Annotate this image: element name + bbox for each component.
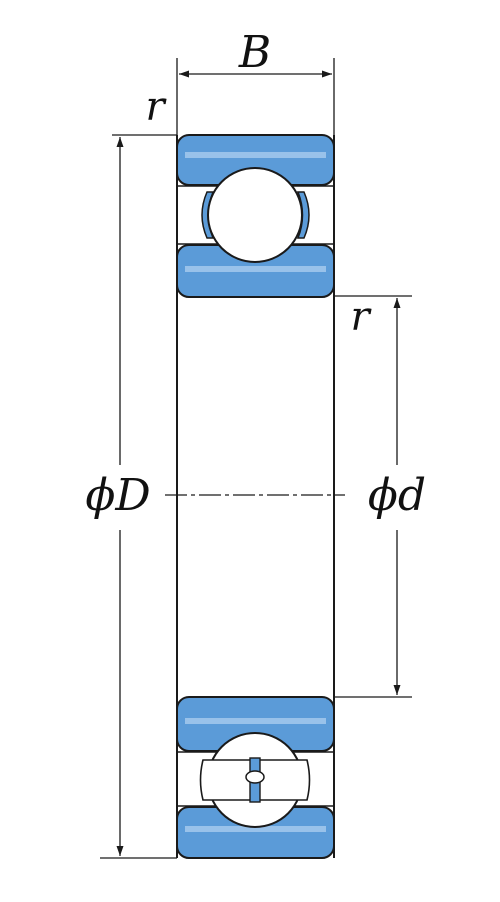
bottom-inner-ring-highlight (185, 718, 326, 724)
top-ball (207, 167, 303, 263)
bottom-cage-rivet-head (245, 770, 265, 784)
top-inner-ring-highlight (185, 266, 326, 272)
width-label: B (238, 27, 271, 78)
inner-radius-label: r (350, 294, 372, 340)
top-radius-callout: r (112, 84, 177, 136)
inner-radius-callout: r (334, 294, 412, 340)
bottom-section (176, 696, 335, 859)
top-outer-ring-highlight (185, 152, 326, 158)
inner-diameter-dimension: ϕd (334, 298, 426, 698)
width-dimension: B (176, 27, 335, 135)
inner-diameter-label: ϕd (368, 470, 426, 521)
outer-diameter-label: ϕD (85, 470, 150, 521)
top-radius-label: r (145, 84, 167, 130)
top-section (176, 134, 335, 298)
outer-diameter-dimension: ϕD (85, 137, 177, 859)
bottom-outer-ring-highlight (185, 826, 326, 832)
